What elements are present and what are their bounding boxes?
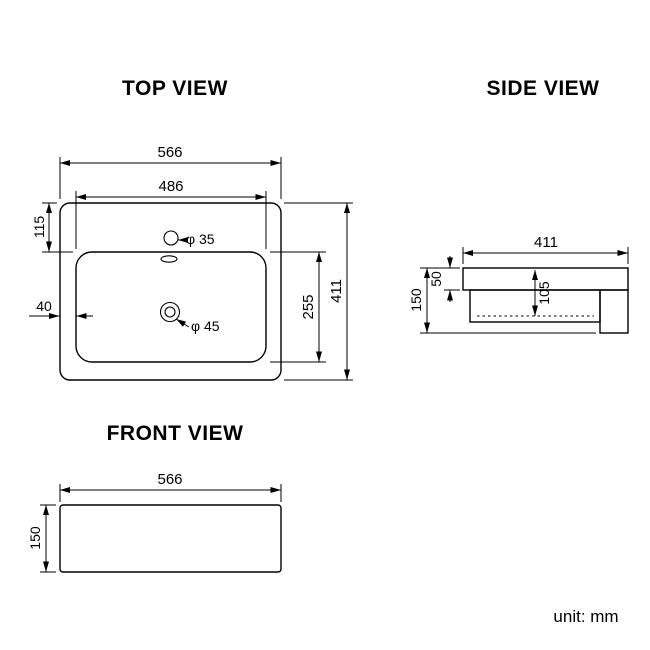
front-view: FRONT VIEW 566 150: [27, 422, 282, 573]
dim-label: 150: [408, 288, 424, 312]
dim-label: 566: [157, 144, 182, 161]
basin-outer-outline: [59, 202, 282, 381]
dim-label: 150: [27, 526, 43, 550]
top-view: TOP VIEW 566 486 115: [29, 77, 353, 381]
dim-side-depth: 411: [462, 234, 629, 264]
dim-front-width: 566: [59, 471, 282, 502]
front-view-title: FRONT VIEW: [107, 422, 244, 445]
dim-label: 115: [31, 216, 47, 239]
callout-label: φ 35: [186, 231, 215, 247]
dim-top-bowl-width: 486: [75, 178, 267, 249]
faucet-hole: [163, 230, 179, 246]
dim-front-height: 150: [27, 504, 56, 573]
dim-label: 105: [536, 281, 552, 305]
top-view-title: TOP VIEW: [122, 77, 228, 100]
dim-top-faucet-offset: 115: [31, 202, 73, 253]
dim-top-overall-depth: 411: [284, 202, 353, 381]
front-profile: [59, 504, 282, 573]
dim-top-bowl-depth: 255: [270, 251, 326, 363]
drain-hole-inner: [164, 306, 176, 318]
dim-top-overall-width: 566: [59, 144, 282, 199]
dim-top-left-rim: 40: [29, 298, 93, 319]
side-view-title: SIDE VIEW: [486, 77, 599, 100]
dim-label: 486: [158, 178, 183, 195]
overflow-slot: [160, 255, 178, 263]
callout-faucet-hole: φ 35: [178, 231, 215, 247]
drain-hole-outer: [159, 301, 181, 323]
side-view: SIDE VIEW 411 50 150 105: [408, 77, 629, 334]
dim-label: 50: [428, 271, 444, 287]
dim-label: 411: [534, 234, 558, 251]
unit-label: unit: mm: [553, 607, 618, 626]
callout-drain-hole: φ 45: [175, 318, 220, 334]
basin-bowl-outline: [75, 251, 267, 363]
back-profile: [599, 289, 629, 334]
leader-line: [175, 318, 190, 328]
dim-side-overall-height: 150: [408, 268, 596, 334]
callout-label: φ 45: [191, 318, 220, 334]
dim-label: 255: [300, 294, 317, 319]
dim-label: 566: [157, 471, 182, 488]
dim-side-inner-depth: 105: [532, 270, 552, 316]
dim-label: 411: [328, 279, 345, 303]
dim-side-rim-height: 50: [420, 256, 460, 302]
dim-label: 40: [36, 298, 52, 314]
